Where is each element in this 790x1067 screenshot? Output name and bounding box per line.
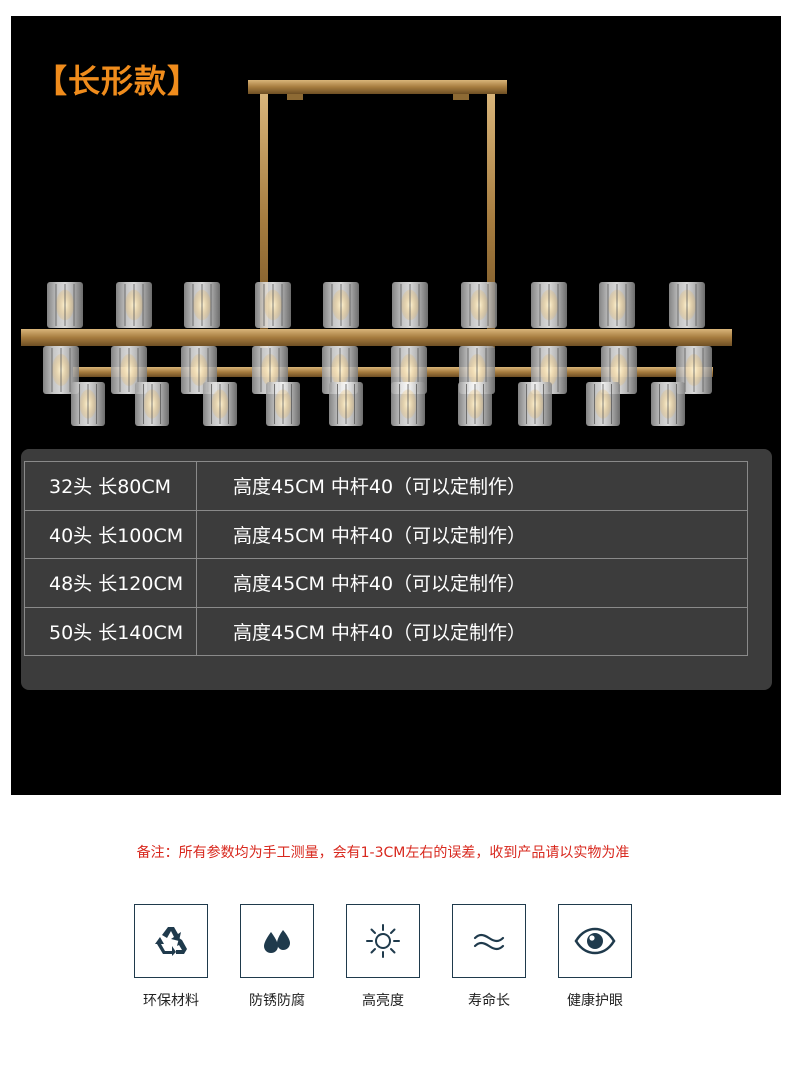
table-row: 50头 长140CM 高度45CM 中杆40（可以定制作）	[24, 606, 748, 656]
water-drops-icon	[264, 930, 290, 953]
crystal-shade	[518, 382, 552, 426]
eye-icon	[574, 927, 616, 955]
size-cell: 48头 长120CM	[24, 558, 197, 608]
feature-high-brightness: 高亮度	[346, 904, 420, 1010]
crystal-shade	[47, 282, 83, 328]
crystal-shade	[43, 346, 79, 394]
size-cell: 40头 长100CM	[24, 509, 197, 559]
feature-eco-material: 环保材料	[134, 904, 208, 1010]
crystal-shade	[599, 282, 635, 328]
table-row: 48头 长120CM 高度45CM 中杆40（可以定制作）	[24, 558, 748, 608]
detail-cell: 高度45CM 中杆40（可以定制作）	[196, 558, 748, 608]
feature-label: 防锈防腐	[249, 993, 305, 1009]
recycle-icon	[155, 927, 187, 956]
feature-label: 高亮度	[362, 993, 404, 1009]
detail-cell: 高度45CM 中杆40（可以定制作）	[196, 461, 748, 511]
feature-label: 环保材料	[143, 993, 199, 1009]
crystal-shade	[266, 382, 300, 426]
crystal-shade	[203, 382, 237, 426]
crystal-shade	[586, 382, 620, 426]
table-row: 32头 长80CM 高度45CM 中杆40（可以定制作）	[24, 461, 748, 511]
crystal-shade	[676, 346, 712, 394]
chandelier-image	[21, 80, 732, 426]
crystal-shade	[651, 382, 685, 426]
crystal-shade	[71, 382, 105, 426]
feature-label: 寿命长	[468, 993, 510, 1009]
feature-eye-care: 健康护眼	[558, 904, 632, 1010]
sun-icon	[366, 924, 400, 958]
page-title: 【长形款】	[35, 62, 201, 100]
crystal-shade	[392, 282, 428, 328]
crystal-shade	[531, 282, 567, 328]
size-cell: 32头 长80CM	[24, 461, 197, 511]
waves-icon	[473, 933, 505, 951]
crystal-shade	[461, 282, 497, 328]
crystal-shade	[669, 282, 705, 328]
crystal-shade	[255, 282, 291, 328]
crystal-shade	[329, 382, 363, 426]
crystal-shade	[458, 382, 492, 426]
detail-cell: 高度45CM 中杆40（可以定制作）	[196, 606, 748, 656]
crystal-shade	[323, 282, 359, 328]
measurement-note: 备注：所有参数均为手工测量，会有1-3CM左右的误差，收到产品请以实物为准	[136, 845, 630, 861]
feature-long-life: 寿命长	[452, 904, 526, 1010]
size-cell: 50头 长140CM	[24, 606, 197, 656]
specs-table: 32头 长80CM 高度45CM 中杆40（可以定制作） 40头 长100CM …	[24, 461, 748, 656]
detail-cell: 高度45CM 中杆40（可以定制作）	[196, 509, 748, 559]
crystal-shade	[116, 282, 152, 328]
feature-label: 健康护眼	[567, 993, 623, 1009]
crystal-shade	[391, 382, 425, 426]
table-row: 40头 长100CM 高度45CM 中杆40（可以定制作）	[24, 509, 748, 559]
crystal-shade	[135, 382, 169, 426]
feature-anti-corrosion: 防锈防腐	[240, 904, 314, 1010]
crystal-shade	[184, 282, 220, 328]
